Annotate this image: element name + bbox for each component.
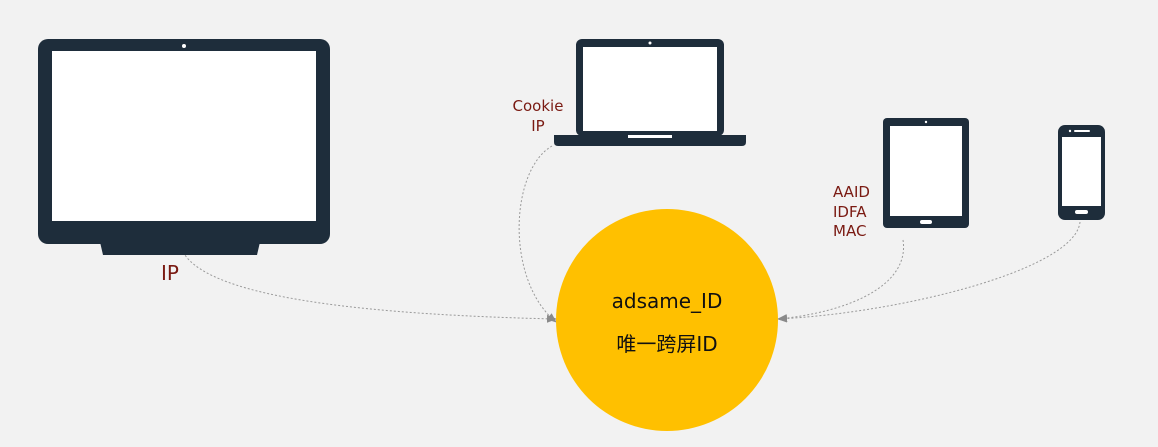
laptop-cookie-label: Cookie <box>512 97 564 115</box>
hub-subtitle: 唯一跨屏ID <box>616 332 718 356</box>
tablet-mac-label: MAC <box>833 222 867 240</box>
adsame-id-hub-circle <box>556 209 778 431</box>
smartphone-icon <box>1058 125 1105 220</box>
laptop-icon <box>554 39 746 146</box>
connector-tablet-to-hub <box>777 239 904 323</box>
tablet-icon <box>883 118 969 228</box>
desktop-ip-label: IP <box>161 261 179 285</box>
tablet-idfa-label: IDFA <box>833 203 867 221</box>
monitor-icon <box>38 39 330 255</box>
hub-title: adsame_ID <box>611 289 723 313</box>
connector-laptop-to-hub <box>518 145 557 323</box>
tablet-aaid-label: AAID <box>833 183 870 201</box>
connector-desktop-to-hub <box>182 251 557 323</box>
laptop-ip-label: IP <box>531 117 545 135</box>
connector-phone-to-hub <box>777 221 1081 323</box>
